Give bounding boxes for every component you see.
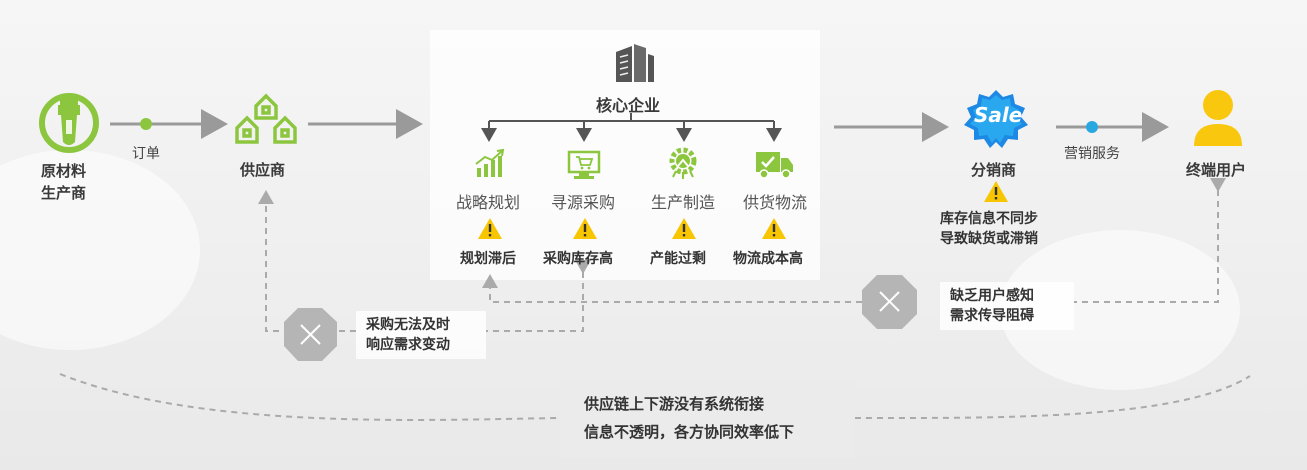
- block-octagon-procurement: [284, 308, 337, 361]
- supplier-houses-icon: [234, 90, 298, 150]
- user-icon: [1190, 88, 1246, 152]
- summary-line1: 供应链上下游没有系统衔接: [584, 395, 765, 413]
- warning-icon: [983, 180, 1009, 207]
- block-octagon-user: [862, 275, 917, 329]
- marketing-dot: [1086, 121, 1098, 133]
- raw-material-label-2: 生产商: [41, 184, 87, 202]
- warning-icon: [761, 217, 787, 244]
- function-label-strategy: 战略规划: [456, 193, 521, 212]
- raw-material-label-1: 原材料: [41, 162, 87, 180]
- function-label-logistics: 供货物流: [743, 193, 808, 212]
- distributor-label: 分销商: [971, 161, 1017, 179]
- warning-icon: [572, 217, 598, 244]
- marketing-label: 营销服务: [1064, 146, 1120, 162]
- order-label: 订单: [132, 146, 160, 162]
- note-user-perception: 缺乏用户感知 需求传导阻碍: [940, 282, 1074, 330]
- distributor-problem-2: 导致缺货或滞销: [940, 231, 1038, 247]
- sale-logo-text: Sale: [974, 103, 1023, 127]
- summary-box: 供应链上下游没有系统衔接 信息不透明，各方协同效率低下: [560, 380, 855, 458]
- function-label-manufacturing: 生产制造: [651, 193, 716, 212]
- shopping-cart-icon: [567, 150, 601, 184]
- function-label-procurement: 寻源采购: [551, 193, 616, 212]
- note-procurement-line2: 响应需求变动: [366, 337, 450, 353]
- distributor-problem-1: 库存信息不同步: [940, 211, 1038, 227]
- note-user-perception-line1: 缺乏用户感知: [950, 288, 1034, 304]
- note-procurement-line1: 采购无法及时: [366, 317, 450, 333]
- problem-label-procurement: 采购库存高: [543, 251, 613, 267]
- problem-label-strategy: 规划滞后: [460, 251, 516, 267]
- summary-line2: 信息不透明，各方协同效率低下: [584, 423, 795, 441]
- office-building-icon: [612, 42, 656, 88]
- supplier-label: 供应商: [240, 161, 286, 179]
- problem-label-logistics: 物流成本高: [733, 251, 803, 267]
- problem-label-manufacturing: 产能过剩: [650, 251, 706, 267]
- note-user-perception-line2: 需求传导阻碍: [950, 308, 1034, 324]
- growth-chart-icon: [474, 148, 506, 182]
- warning-icon: [671, 217, 697, 244]
- raw-material-icon: [38, 92, 100, 158]
- end-user-label: 终端用户: [1186, 161, 1247, 179]
- sale-badge-icon: [960, 88, 1032, 154]
- core-enterprise-label: 核心企业: [596, 96, 661, 115]
- background-blur: [0, 150, 200, 350]
- warning-icon: [477, 217, 503, 244]
- delivery-truck-icon: [755, 150, 795, 184]
- order-dot: [140, 118, 152, 130]
- note-procurement: 采购无法及时 响应需求变动: [356, 311, 486, 359]
- manufacturing-gear-icon: [666, 146, 700, 184]
